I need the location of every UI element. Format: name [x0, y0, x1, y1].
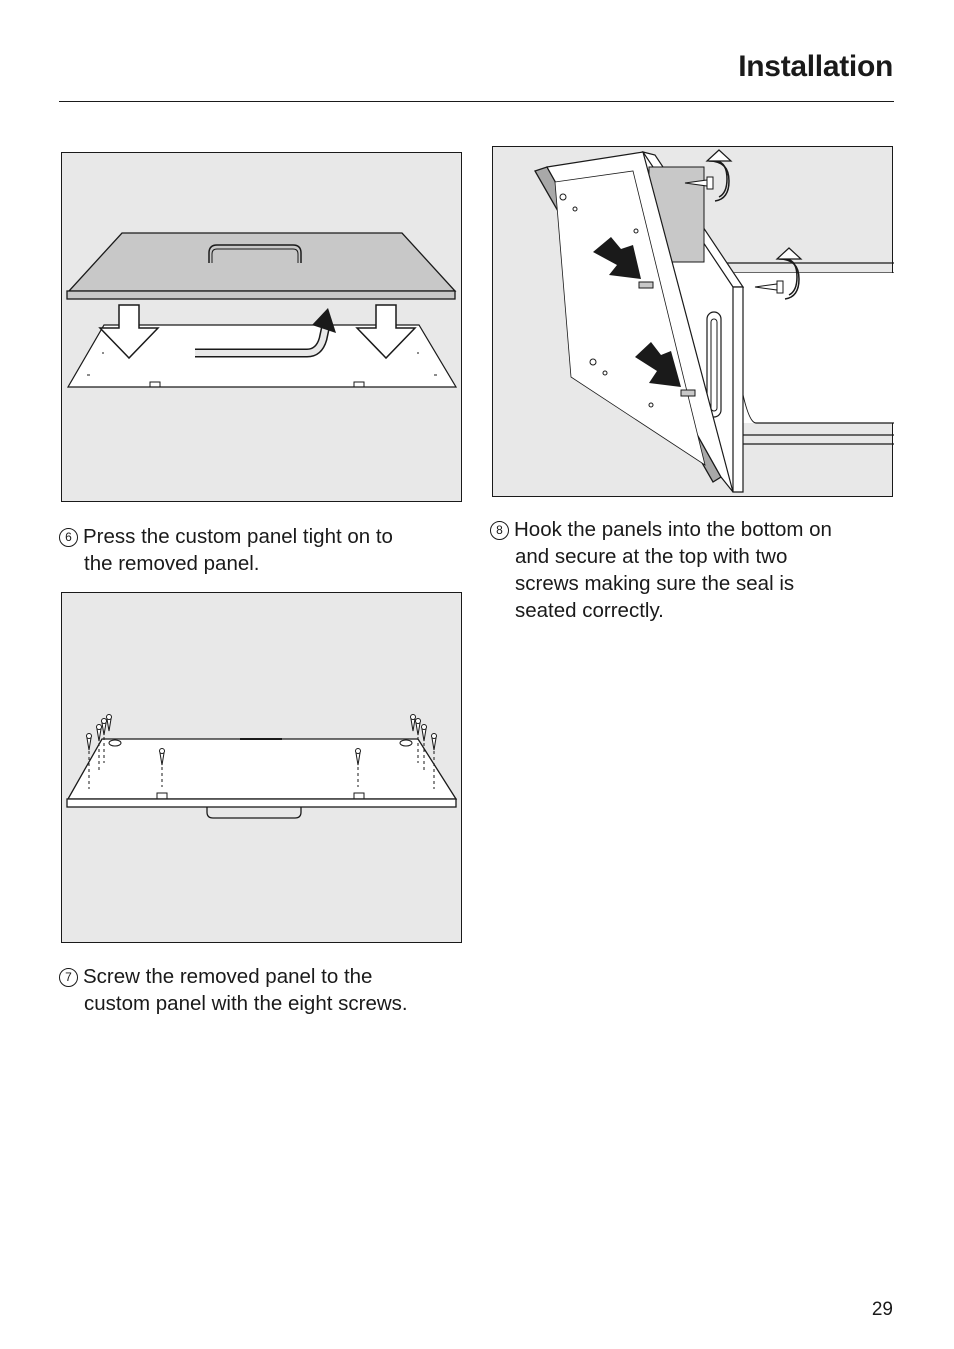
illustration-press-panel	[61, 152, 462, 502]
step-text-line: Screw the removed panel to the	[83, 965, 373, 988]
step-text-line: custom panel with the eight screws.	[84, 992, 408, 1015]
step-text-line: Press the custom panel tight on to	[83, 525, 393, 548]
illustration-screw-panels	[61, 592, 462, 943]
screw-panels-drawing	[66, 714, 458, 819]
step-text-line: the removed panel.	[84, 552, 260, 575]
step-number-badge: 8	[490, 521, 509, 540]
press-panel-drawing	[66, 232, 458, 388]
step-text-line: screws making sure the seal is	[515, 572, 795, 595]
illustration-hook-panels	[492, 146, 894, 497]
hook-panels-drawing	[534, 149, 894, 493]
page-title: Installation	[738, 50, 893, 83]
step-text-line: and secure at the top with two	[515, 545, 788, 568]
step-number-badge: 6	[59, 528, 78, 547]
step-text-line: seated correctly.	[515, 599, 664, 622]
step-7-text: 7 Screw the removed panel to the custom p…	[59, 963, 459, 1017]
page-number: 29	[871, 1299, 893, 1320]
step-text-line: Hook the panels into the bottom on	[514, 518, 832, 541]
step-6-text: 6 Press the custom panel tight on to the …	[59, 523, 459, 577]
step-number-badge: 7	[59, 968, 78, 987]
title-divider	[59, 101, 894, 102]
step-8-text: 8 Hook the panels into the bottom on and …	[490, 516, 890, 624]
